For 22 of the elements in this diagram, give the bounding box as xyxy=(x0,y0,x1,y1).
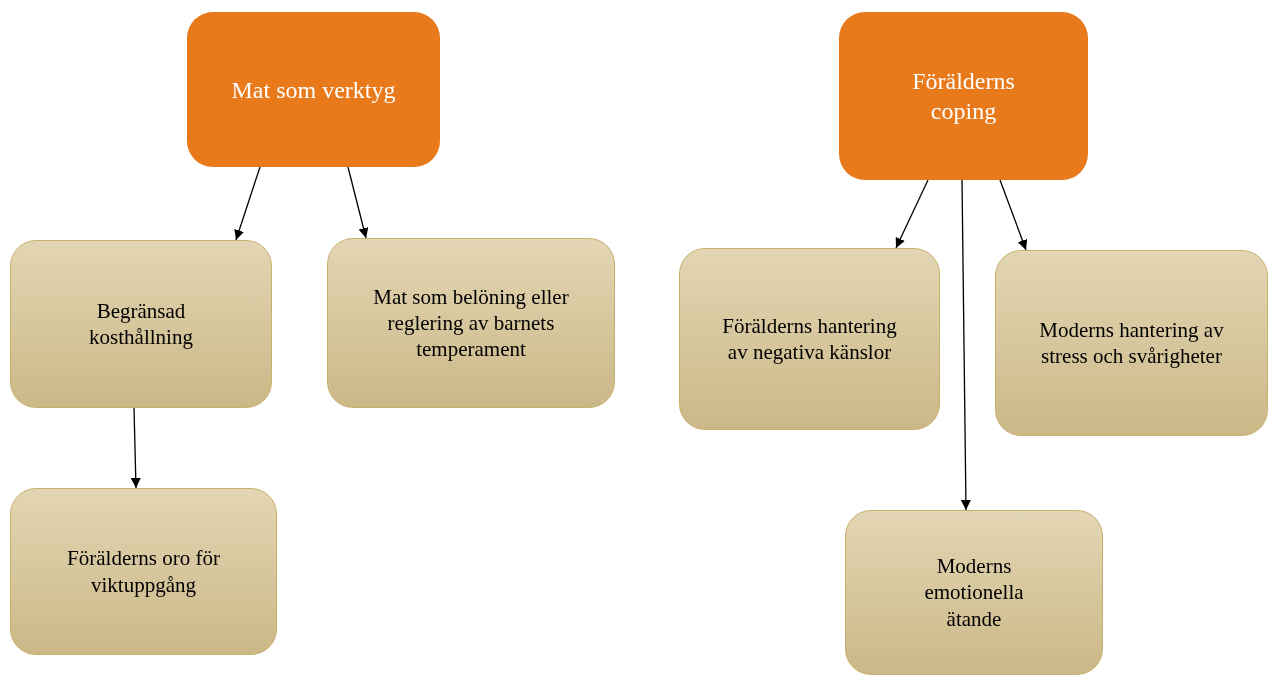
box-label: Mat som verktyg xyxy=(231,75,396,105)
category-box xyxy=(187,12,440,167)
theme-box xyxy=(10,488,277,655)
box-label: Förälderns coping xyxy=(911,67,1016,126)
arrow xyxy=(234,166,261,241)
box-label: Begränsad kosthållning xyxy=(88,297,194,351)
box-label: Förälderns hantering av negativa känslor xyxy=(721,312,898,366)
arrow xyxy=(895,179,929,249)
category-box xyxy=(839,12,1088,180)
arrow xyxy=(999,179,1028,251)
box-label: Moderns hantering av stress och svårigheter xyxy=(1038,316,1225,370)
arrow xyxy=(347,166,369,239)
box-label: Förälderns oro för viktuppgång xyxy=(66,545,221,598)
box-label: Moderns emotionella ätande xyxy=(923,553,1025,632)
box-label: Mat som belöning eller reglering av barnets temperament xyxy=(372,283,570,363)
theme-box xyxy=(995,250,1268,436)
theme-box xyxy=(327,238,615,408)
theme-box xyxy=(845,510,1103,675)
arrow xyxy=(130,407,141,489)
theme-box xyxy=(679,248,940,430)
arrow xyxy=(960,179,971,511)
theme-box xyxy=(10,240,272,408)
